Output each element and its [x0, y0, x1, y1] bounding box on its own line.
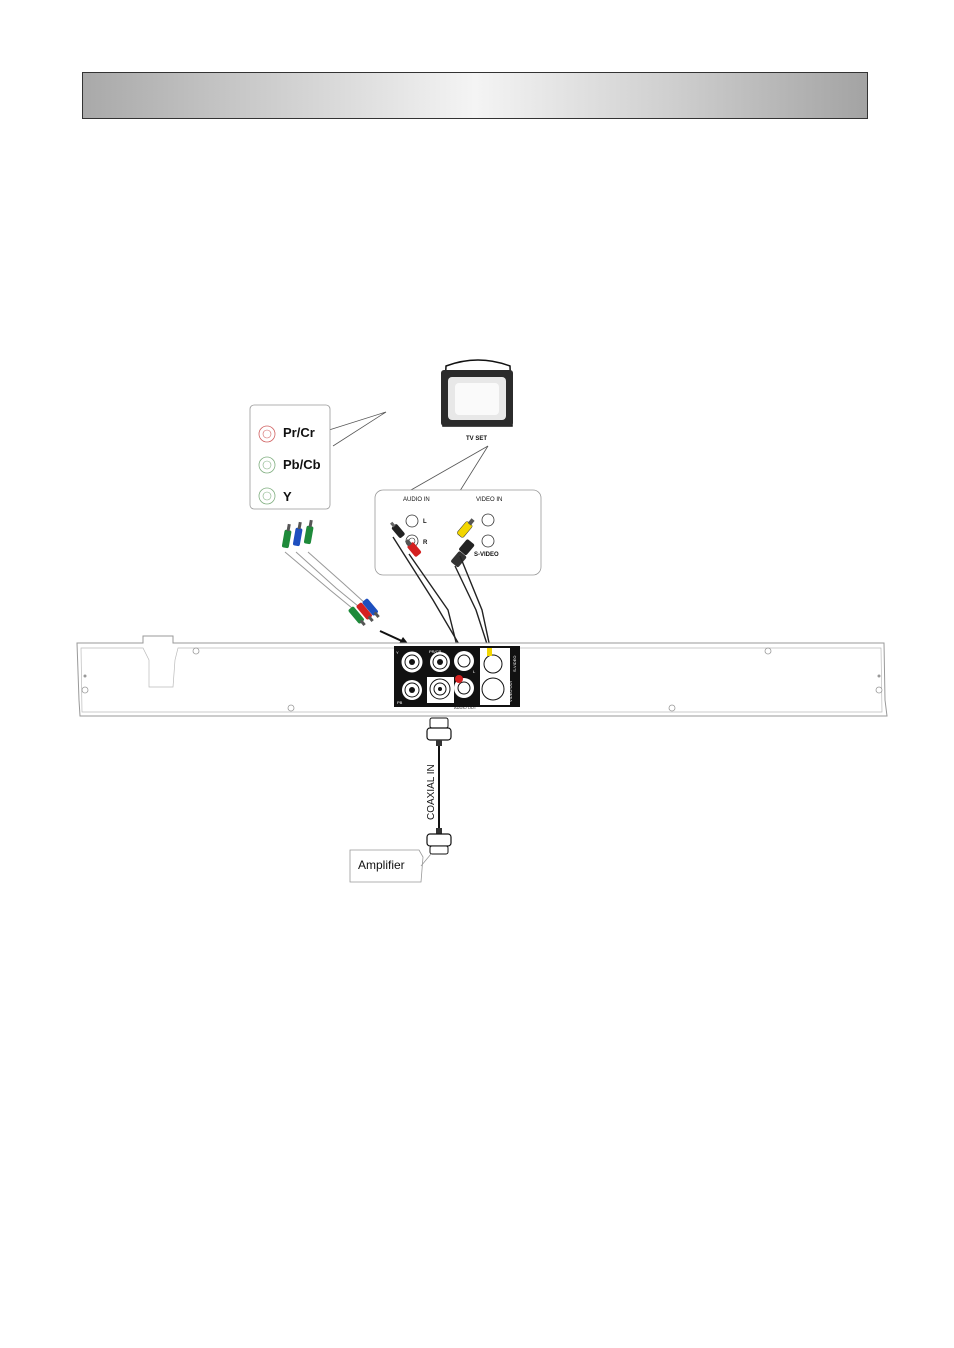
tv-audio-l-jack-icon [405, 514, 419, 528]
panel-video-out-label: VIDEO OUT [508, 679, 513, 702]
svideo-out-jack-icon [481, 677, 505, 701]
component-callout-lines [328, 411, 387, 447]
component-input-box [249, 404, 331, 510]
pb-jack-icon [258, 456, 276, 474]
panel-y-label: Y [396, 650, 399, 655]
pr-jack-icon [258, 425, 276, 443]
panel-coaxial-label: COAXIAL [430, 702, 448, 707]
tv-audio-in-label: AUDIO IN [403, 497, 430, 503]
pb-cb-label: Pb/Cb [283, 457, 321, 472]
coaxial-cable [426, 717, 452, 855]
panel-svideo-label: S-VIDEO [512, 656, 517, 672]
amplifier-label: Amplifier [358, 858, 405, 872]
audio-l-out-jack-icon [454, 651, 474, 671]
coaxial-in-label: COAXIAL IN [426, 764, 437, 820]
tv-right-label: R [423, 540, 428, 546]
amplifier-box [349, 849, 424, 883]
y-jack-icon [258, 487, 276, 505]
panel-pr-label: PR/CR [429, 649, 442, 654]
section-header-bar [82, 72, 868, 119]
video-out-jack-icon [483, 654, 503, 674]
tv-panel-callout-lines [403, 445, 489, 495]
component-cable [281, 519, 380, 627]
tv-svideo-label: S-VIDEO [474, 552, 499, 558]
panel-pb-label: PB [397, 700, 403, 705]
tv-video-jack-icon [481, 513, 495, 527]
tv-plugs [390, 518, 475, 567]
tv-video-in-label: VIDEO IN [476, 497, 502, 503]
panel-audio-out-label: AUDIO OUT [454, 705, 477, 710]
panel-l-label: L [473, 669, 476, 674]
tv-set-icon [441, 359, 513, 427]
tv-svideo-jack-icon [481, 534, 495, 548]
y-label: Y [283, 489, 292, 504]
tv-left-label: L [423, 519, 427, 525]
pr-cr-label: Pr/Cr [283, 425, 315, 440]
player-output-panel [394, 646, 520, 707]
tv-set-label: TV SET [466, 436, 487, 442]
